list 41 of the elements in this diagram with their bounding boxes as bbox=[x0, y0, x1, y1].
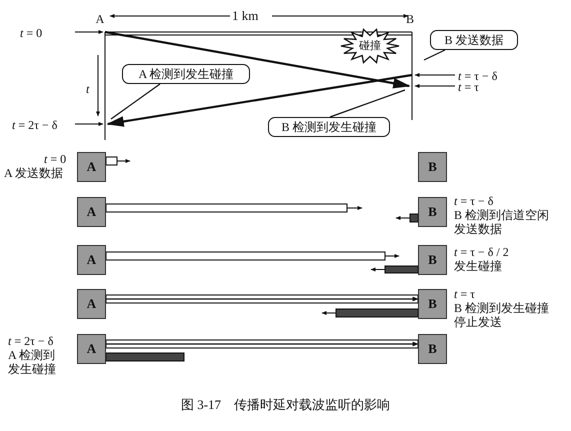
time-label: t bbox=[86, 82, 90, 96]
callout-bubble: B 发送数据 bbox=[430, 30, 518, 50]
annotation-text: B bbox=[404, 12, 415, 26]
leader-line bbox=[424, 49, 446, 61]
annotation-text: B 检测到发生碰撞 bbox=[454, 301, 550, 315]
station-box: B bbox=[418, 152, 447, 182]
annotation-text: 发生碰撞 bbox=[8, 362, 56, 376]
time-label: t = τ bbox=[458, 80, 479, 94]
annotation-text: A 发送数据 bbox=[4, 166, 64, 180]
station-box: B bbox=[418, 334, 447, 364]
station-box: A bbox=[77, 334, 106, 364]
annotation-text: A 检测到 bbox=[8, 348, 56, 362]
arrow bbox=[106, 342, 419, 346]
annotation-text: 1 km bbox=[232, 9, 258, 23]
time-label: t = 2τ − δ bbox=[12, 118, 58, 132]
station-box: B bbox=[418, 289, 447, 319]
time-label: t = 2τ − δ bbox=[8, 334, 54, 348]
annotation-text: 停止发送 bbox=[454, 315, 502, 329]
station-box: A bbox=[77, 152, 106, 182]
station-box: B bbox=[418, 245, 447, 275]
time-label: t = τ bbox=[454, 287, 475, 301]
time-label: t = τ − δ / 2 bbox=[454, 245, 509, 259]
time-label: t = τ − δ bbox=[458, 69, 498, 83]
callout-bubble: A 检测到发生碰撞 bbox=[122, 64, 250, 84]
time-label: t = 0 bbox=[44, 152, 66, 166]
arrow bbox=[106, 296, 419, 302]
time-label: t = 0 bbox=[20, 26, 42, 40]
station-box: A bbox=[77, 245, 106, 275]
annotation-text: 发送数据 bbox=[454, 222, 502, 236]
annotation-text: B 检测到信道空闲 bbox=[454, 208, 550, 222]
station-box: B bbox=[418, 197, 447, 227]
leader-line bbox=[330, 89, 406, 118]
station-box: A bbox=[77, 289, 106, 319]
figure-caption: 图 3-17 传播时延对载波监听的影响 bbox=[180, 398, 392, 412]
collision-starburst: 碰撞 bbox=[340, 28, 400, 64]
callout-bubble: B 检测到发生碰撞 bbox=[268, 117, 390, 137]
annotation-text: A bbox=[94, 12, 106, 26]
annotation-text: 发生碰撞 bbox=[454, 259, 502, 273]
leader-line bbox=[110, 84, 160, 120]
time-label: t = τ − δ bbox=[454, 194, 494, 208]
station-box: A bbox=[77, 197, 106, 227]
